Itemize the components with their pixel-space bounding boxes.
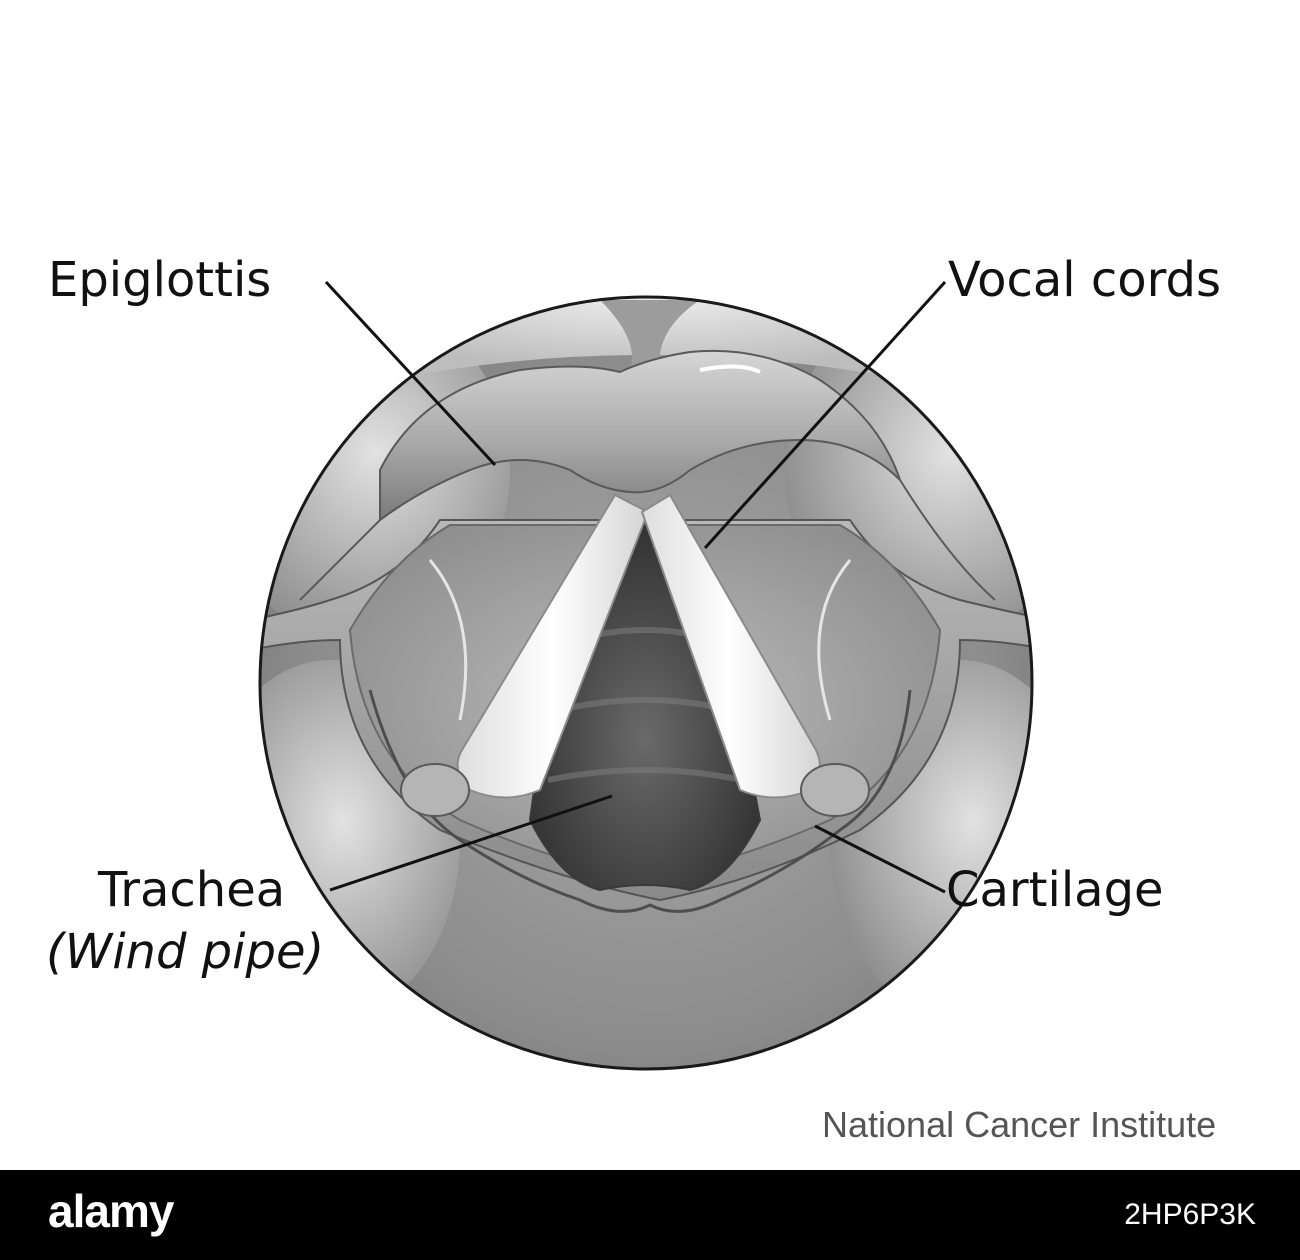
image-id: 2HP6P3K [1124,1198,1256,1231]
vocal-cords-leader-line [703,280,947,550]
right-epiglottic-fold [899,479,996,601]
cartilage-leader-line [814,824,946,894]
cartilage-rim [368,689,912,913]
label-epiglottis: Epiglottis [48,252,272,308]
epiglottis-highlight [699,364,761,374]
alamy-logo: alamy [48,1185,174,1237]
right-cartilage-bump [800,763,870,817]
left-fold-highlight [428,559,468,721]
label-cartilage: Cartilage [946,862,1164,918]
tongue-papillae [461,297,838,299]
larynx-illustration [258,280,1034,1071]
median-fold [600,300,700,370]
epiglottis-shape [379,349,901,522]
watermark-footer: alamy 2HP6P3K [0,1170,1300,1260]
left-vocal-cord [456,493,650,799]
trachea-leader-line [329,794,613,892]
anatomy-diagram: Epiglottis Vocal cords Trachea (Wind pip… [46,252,1221,1145]
view-circle-outline [258,295,1034,1071]
left-cartilage-bump [400,763,470,817]
label-trachea: Trachea [98,862,286,918]
epiglottis-leader-line [324,280,497,467]
right-fold-highlight [817,559,852,721]
label-vocal-cords: Vocal cords [948,252,1221,308]
label-wind-pipe: (Wind pipe) [46,924,325,980]
credit-text: National Cancer Institute [822,1104,1217,1145]
left-epiglottic-fold [299,469,471,601]
